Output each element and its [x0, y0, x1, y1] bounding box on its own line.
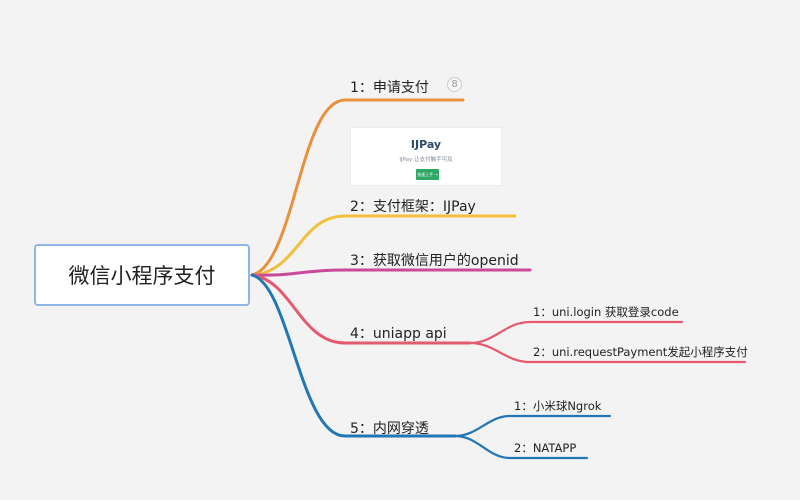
connector-branch-1 [250, 98, 465, 277]
ijpay-image-title: IJPay [410, 138, 442, 151]
connector-branch-5-child-2 [453, 434, 589, 460]
branch-5-subtopic-1[interactable]: 1：小米球Ngrok [514, 399, 602, 413]
branch-4-subtopic-2[interactable]: 2：uni.requestPayment发起小程序支付 [533, 345, 748, 359]
connector-branch-3 [250, 268, 532, 277]
branch-5-subtopic-2[interactable]: 2：NATAPP [514, 441, 577, 455]
connector-branch-2 [250, 214, 517, 277]
ijpay-image-button: 快速上手 → [416, 169, 439, 180]
branch-4-topic[interactable]: 4：uniapp api [350, 326, 447, 342]
branch-1-topic[interactable]: 1：申请支付 [350, 80, 429, 96]
connector-branch-4-child-1 [468, 320, 684, 345]
root-topic[interactable]: 微信小程序支付 [34, 244, 250, 306]
ijpay-image[interactable]: IJPay IJPay 让支付触手可及 快速上手 → [350, 127, 502, 186]
connector-branch-5 [250, 273, 457, 438]
ijpay-image-subtitle: IJPay 让支付触手可及 [399, 157, 453, 163]
branch-1-count-badge[interactable]: 8 [447, 77, 462, 92]
connector-branch-4-child-2 [468, 341, 747, 364]
branch-2-topic[interactable]: 2：支付框架：IJPay [350, 199, 476, 215]
root-topic-label: 微信小程序支付 [68, 264, 216, 288]
connector-branch-4 [250, 273, 472, 345]
branch-3-topic[interactable]: 3：获取微信用户的openid [350, 253, 519, 269]
branch-4-subtopic-1[interactable]: 1：uni.login 获取登录code [533, 305, 679, 319]
branch-5-topic[interactable]: 5：内网穿透 [350, 421, 429, 437]
connector-branch-5-child-1 [453, 414, 612, 438]
